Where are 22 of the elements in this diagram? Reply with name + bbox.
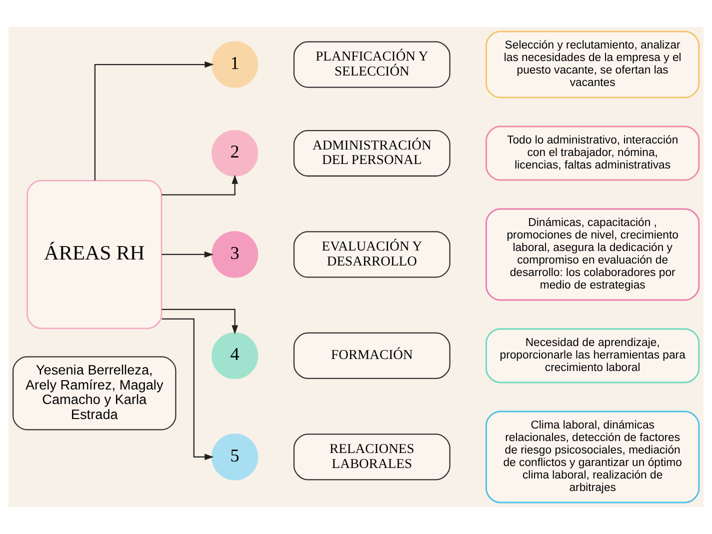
node-circle: 1 xyxy=(212,41,258,88)
arrow xyxy=(162,174,238,196)
arrow xyxy=(162,251,214,258)
arrow xyxy=(94,61,214,180)
node-box: EVALUACIÓN Y DESARROLLO xyxy=(293,231,450,278)
node-box: ADMINISTRACIÓN DEL PERSONAL xyxy=(293,130,450,177)
arrow xyxy=(162,318,214,460)
node-box: PLANFICACIÓN Y SELECCIÓN xyxy=(293,41,450,88)
node-box: RELACIONES LABORALES xyxy=(293,434,450,480)
node-box: Clima laboral, dinámicas relacionales, detección de factores de riesgo psicosociales, mediación de conflictos y garantizar un óptimo clima laboral, realización de arbitrajes xyxy=(486,410,700,504)
node-box: Necesidad de aprendizaje, proporcionarle las herramientas para crecimiento laboral xyxy=(486,328,700,384)
node-circle: 5 xyxy=(212,434,258,480)
node-box: Dinámicas, capacitación , promociones de nivel, crecimiento laboral, asegura la dedicación y compromiso en evaluación de desarrollo: los colaboradores por medio de estrategias xyxy=(486,208,700,301)
node-circle: 4 xyxy=(212,332,258,380)
node-box: Yesenia Berrelleza, Arely Ramírez, Magaly Camacho y Karla Estrada xyxy=(12,356,176,430)
node-circle: 3 xyxy=(212,231,258,278)
node-box: Selección y reclutamiento, analizar las necesidades de la empresa y el puesto vacante, se ofertan las vacantes xyxy=(486,30,700,98)
arrow xyxy=(162,308,238,334)
node-box: Todo lo administrativo, interacción con el trabajador, nómina, licencias, faltas administrativas xyxy=(486,126,700,181)
node-box: FORMACIÓN xyxy=(293,332,450,380)
node-circle: 2 xyxy=(212,130,258,177)
node-box: ÁREAS RH xyxy=(26,180,162,330)
